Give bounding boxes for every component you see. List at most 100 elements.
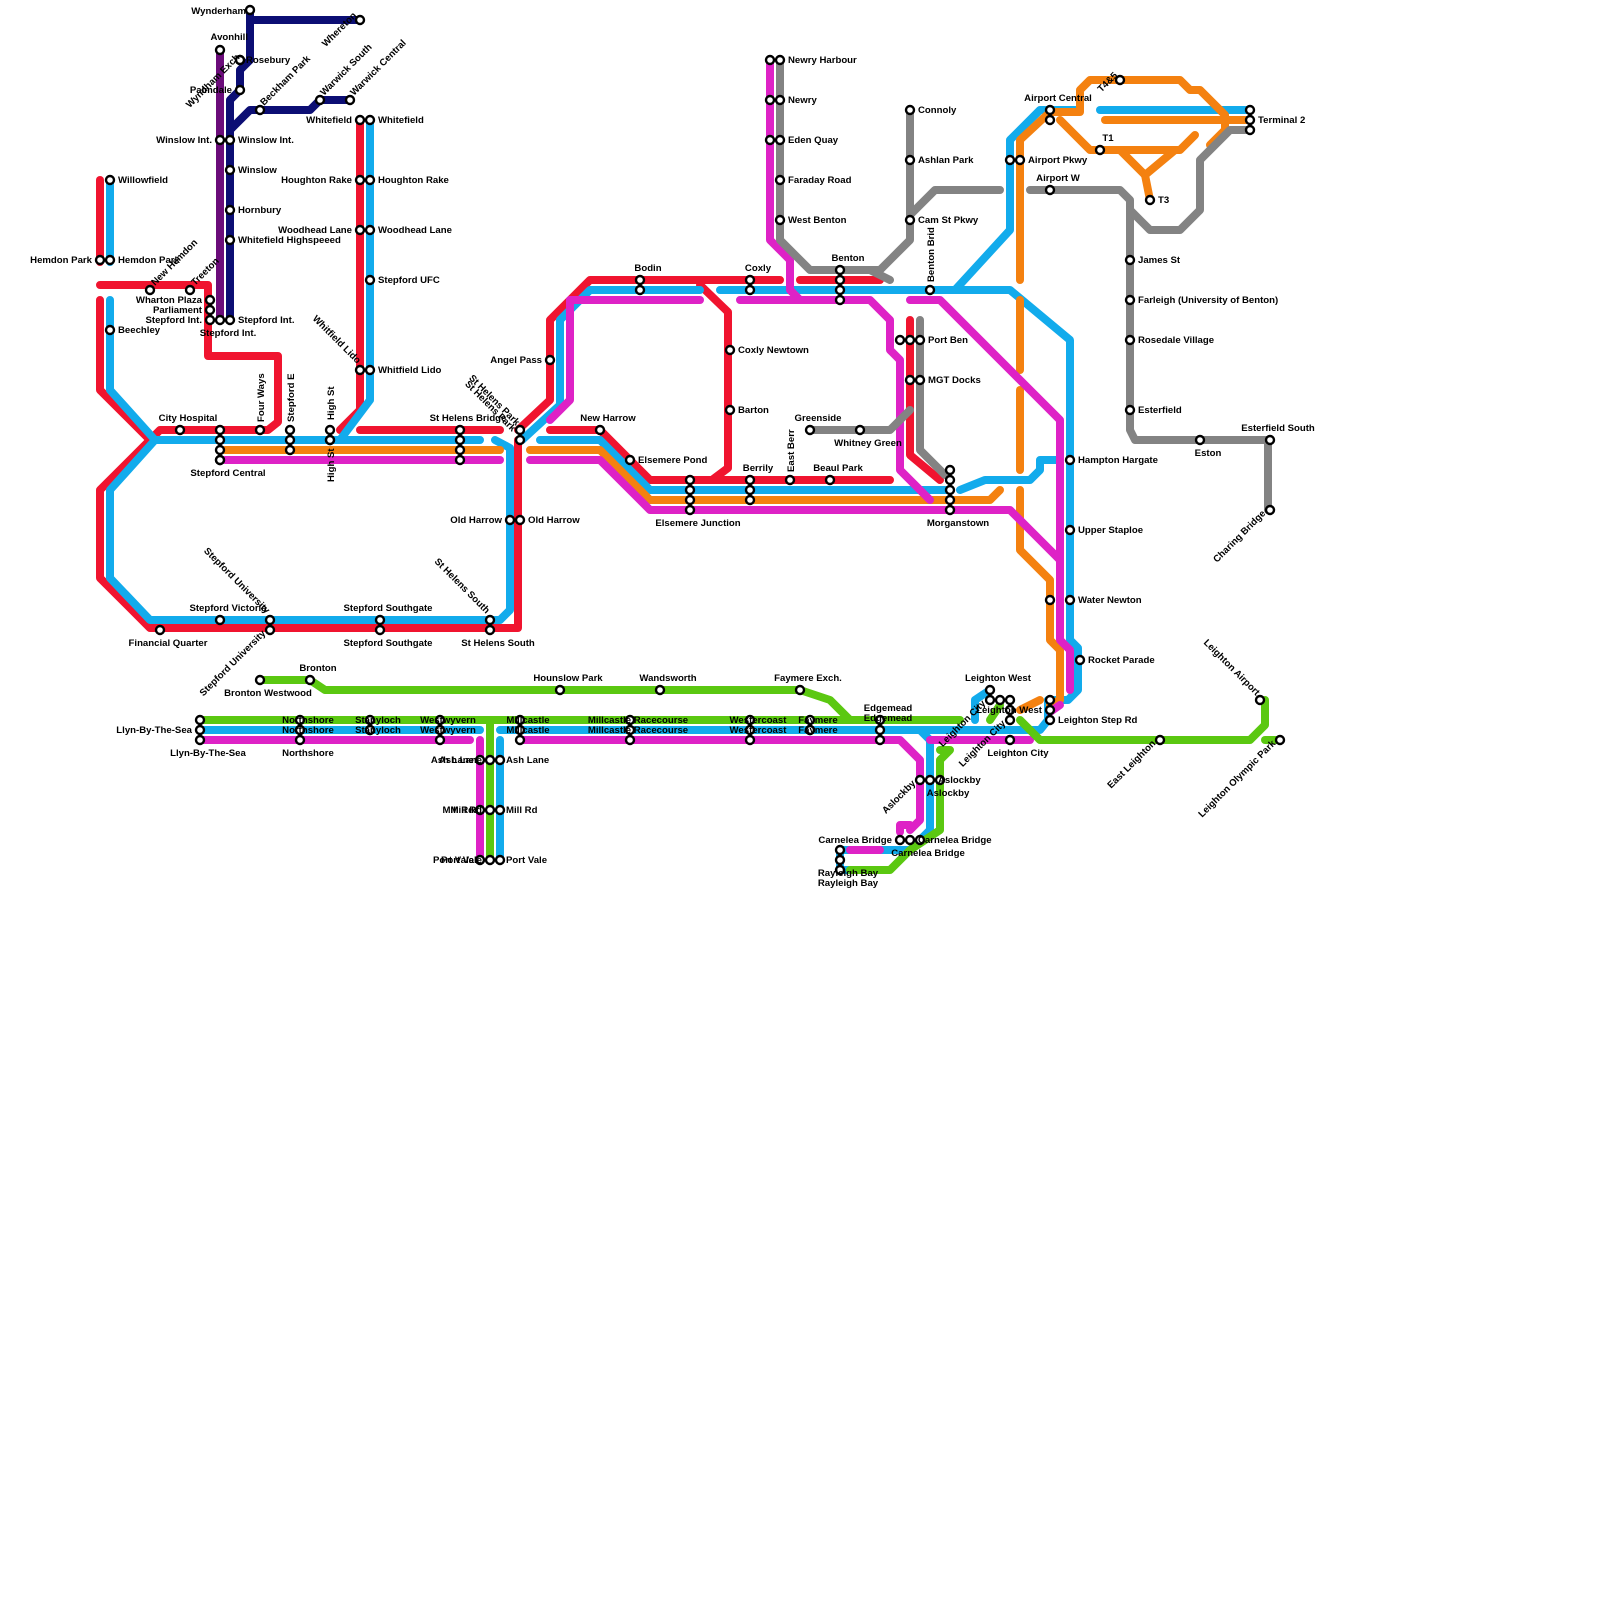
- station-marker-leighton-city-a[interactable]: [984, 694, 996, 706]
- station-marker-mgt-docks[interactable]: [914, 374, 926, 386]
- station-marker-new-hemdon[interactable]: [144, 284, 156, 296]
- station-marker[interactable]: [1004, 694, 1016, 706]
- station-marker-ashlan-lane-l[interactable]: [474, 754, 486, 766]
- station-marker-stepford-int-l[interactable]: [204, 314, 216, 326]
- station-marker[interactable]: [944, 464, 956, 476]
- station-marker-four-ways[interactable]: [254, 424, 266, 436]
- station-marker-hemdon-park-l[interactable]: [94, 254, 106, 266]
- station-marker-esterfield-south[interactable]: [1264, 434, 1276, 446]
- station-marker-benton[interactable]: [834, 264, 846, 276]
- station-marker-city-hospital[interactable]: [174, 424, 186, 436]
- station-marker-westwyvern-a[interactable]: [434, 714, 446, 726]
- station-marker[interactable]: [684, 494, 696, 506]
- station-marker-faymere-exch[interactable]: [794, 684, 806, 696]
- station-marker-terminal-2[interactable]: [1244, 114, 1256, 126]
- station-marker-leighton-city-c[interactable]: [1004, 734, 1016, 746]
- station-marker-westercoast-b[interactable]: [744, 724, 756, 736]
- station-marker-avonhill[interactable]: [214, 44, 226, 56]
- station-marker-leighton-olympic-park[interactable]: [1274, 734, 1286, 746]
- station-marker-financial-quarter[interactable]: [154, 624, 166, 636]
- station-marker[interactable]: [434, 734, 446, 746]
- station-marker[interactable]: [834, 284, 846, 296]
- station-marker-farleigh[interactable]: [1124, 294, 1136, 306]
- station-marker-llyn-a[interactable]: [194, 724, 206, 736]
- station-marker-newry-harbour[interactable]: [774, 54, 786, 66]
- station-marker-rocket-parade[interactable]: [1074, 654, 1086, 666]
- station-marker-faymere-a[interactable]: [804, 714, 816, 726]
- station-marker-millcastle-b[interactable]: [514, 724, 526, 736]
- station-marker-st-helens-south-b[interactable]: [484, 624, 496, 636]
- station-marker-ashlan-lane-r[interactable]: [494, 754, 506, 766]
- station-marker-ashlan-park[interactable]: [904, 154, 916, 166]
- station-marker-westwyvern-b[interactable]: [434, 724, 446, 736]
- station-marker-high-st-b[interactable]: [324, 434, 336, 446]
- station-marker-houghton-rake-r[interactable]: [364, 174, 376, 186]
- station-marker[interactable]: [1044, 594, 1056, 606]
- station-marker[interactable]: [834, 274, 846, 286]
- station-marker-barton[interactable]: [724, 404, 736, 416]
- station-marker-hornbury[interactable]: [224, 204, 236, 216]
- station-marker-warwick-central[interactable]: [344, 94, 356, 106]
- station-marker-mill-rd-r[interactable]: [494, 804, 506, 816]
- station-marker-whitney-green[interactable]: [854, 424, 866, 436]
- station-marker-coxly[interactable]: [744, 274, 756, 286]
- station-marker[interactable]: [454, 454, 466, 466]
- station-marker-esterfield[interactable]: [1124, 404, 1136, 416]
- station-marker-rosebury[interactable]: [234, 54, 246, 66]
- station-marker-berrily[interactable]: [744, 474, 756, 486]
- station-marker[interactable]: [284, 444, 296, 456]
- station-marker[interactable]: [284, 434, 296, 446]
- station-marker-stanyloch-b[interactable]: [364, 724, 376, 736]
- station-marker-woodhead-lane-r[interactable]: [364, 224, 376, 236]
- station-marker-st-helens-park-a[interactable]: [514, 424, 526, 436]
- station-marker-stepford-southgate-b[interactable]: [374, 624, 386, 636]
- station-marker-edgemead-a[interactable]: [874, 714, 886, 726]
- station-marker-angel-pass[interactable]: [544, 354, 556, 366]
- station-marker[interactable]: [1004, 154, 1016, 166]
- station-marker-stepford-ufc[interactable]: [364, 274, 376, 286]
- station-marker-llyn-b[interactable]: [194, 734, 206, 746]
- station-marker-west-benton[interactable]: [774, 214, 786, 226]
- station-marker-whitfield-lido-l[interactable]: [354, 364, 366, 376]
- station-marker-hemdon-park-r[interactable]: [104, 254, 116, 266]
- station-marker-whereton[interactable]: [354, 14, 366, 26]
- station-marker-bronton[interactable]: [304, 674, 316, 686]
- station-marker-whitefield-l[interactable]: [354, 114, 366, 126]
- station-marker-charing-bridge[interactable]: [1264, 504, 1276, 516]
- station-marker-aslockby-a[interactable]: [914, 774, 926, 786]
- station-marker[interactable]: [764, 134, 776, 146]
- station-marker-st-helens-park-b[interactable]: [514, 434, 526, 446]
- station-marker-winslow-int-l[interactable]: [214, 134, 226, 146]
- station-marker[interactable]: [904, 334, 916, 346]
- station-marker-stepford-victoria[interactable]: [214, 614, 226, 626]
- station-marker-leighton-city-b[interactable]: [1004, 714, 1016, 726]
- station-marker-new-harrow[interactable]: [594, 424, 606, 436]
- station-marker-carnelea-bridge-b[interactable]: [904, 834, 916, 846]
- station-marker-morganstown[interactable]: [944, 504, 956, 516]
- station-marker-stepford-central[interactable]: [214, 454, 226, 466]
- station-marker-parliament[interactable]: [204, 304, 216, 316]
- station-marker-northshore-a[interactable]: [294, 714, 306, 726]
- station-marker[interactable]: [214, 444, 226, 456]
- station-marker-port-vale-m[interactable]: [484, 854, 496, 866]
- station-marker[interactable]: [874, 734, 886, 746]
- station-marker-ashlan-lane-m[interactable]: [484, 754, 496, 766]
- station-marker[interactable]: [944, 484, 956, 496]
- station-marker-millcastle-racecourse-b[interactable]: [624, 724, 636, 736]
- station-marker-aslockby-c[interactable]: [934, 774, 946, 786]
- station-marker[interactable]: [454, 434, 466, 446]
- station-marker[interactable]: [744, 494, 756, 506]
- station-marker[interactable]: [834, 294, 846, 306]
- station-marker-beechley[interactable]: [104, 324, 116, 336]
- station-marker[interactable]: [944, 474, 956, 486]
- station-marker-mill-rd-m[interactable]: [484, 804, 496, 816]
- station-marker-airport-w[interactable]: [1044, 184, 1056, 196]
- station-marker-eston[interactable]: [1194, 434, 1206, 446]
- station-marker-stanyloch-a[interactable]: [364, 714, 376, 726]
- station-marker-benton-brid[interactable]: [924, 284, 936, 296]
- station-marker-millcastle-racecourse-a[interactable]: [624, 714, 636, 726]
- station-marker-leighton-west-b[interactable]: [1044, 704, 1056, 716]
- station-marker-old-harrow-r[interactable]: [514, 514, 526, 526]
- station-marker[interactable]: [624, 734, 636, 746]
- station-marker-leighton-step-rd[interactable]: [1044, 714, 1056, 726]
